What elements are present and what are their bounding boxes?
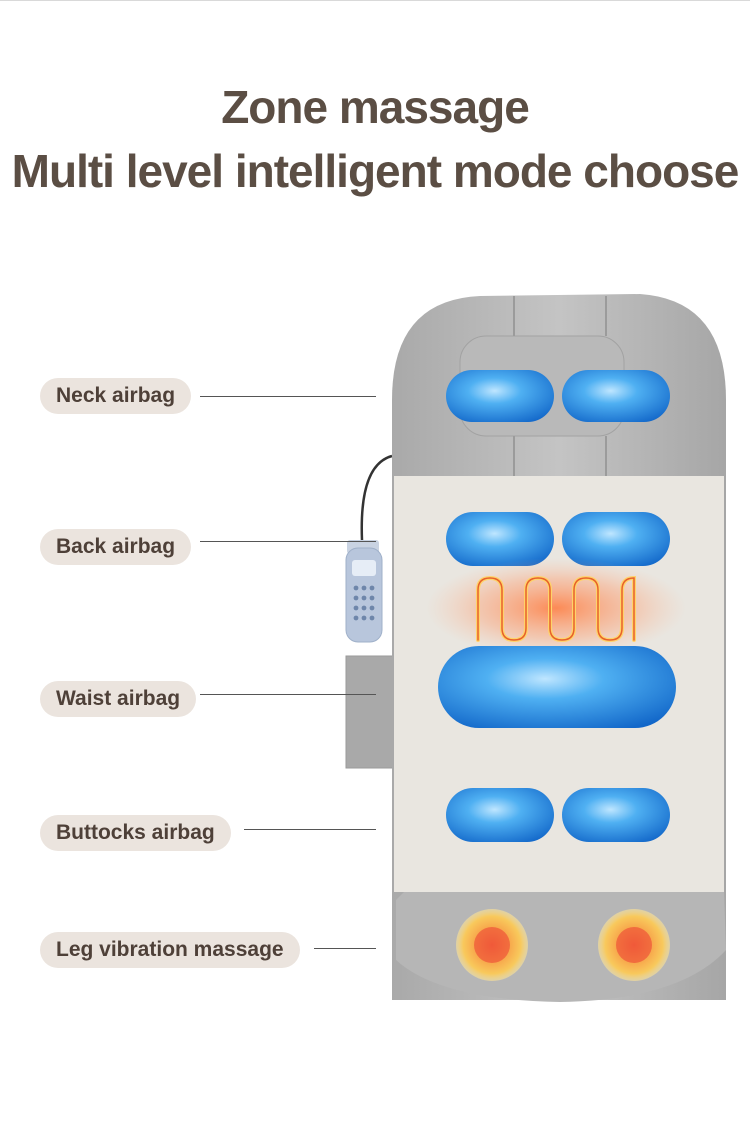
neck-airbag-left	[446, 370, 554, 422]
heating-glow	[426, 558, 686, 658]
label-neck-airbag: Neck airbag	[40, 378, 192, 414]
label-leg-vibration: Leg vibration massage	[40, 932, 300, 968]
page-subtitle: Multi level intelligent mode choose	[11, 145, 740, 197]
remote-control-icon	[345, 540, 383, 643]
side-pocket	[345, 655, 395, 769]
label-waist-airbag: Waist airbag	[40, 681, 197, 717]
label-buttocks-airbag: Buttocks airbag	[40, 815, 231, 851]
waist-airbag	[438, 646, 676, 728]
top-divider	[0, 0, 750, 1]
label-back-airbag: Back airbag	[40, 529, 192, 565]
remote-cable	[360, 454, 393, 541]
buttocks-airbag-right	[562, 788, 670, 842]
leader-buttocks	[244, 829, 376, 830]
buttocks-airbag-left	[446, 788, 554, 842]
neck-airbag-right	[562, 370, 670, 422]
leader-back	[200, 541, 376, 542]
page-title: Zone massage	[221, 81, 530, 133]
leader-neck	[200, 396, 376, 397]
leader-leg	[314, 948, 376, 949]
back-airbag-left	[446, 512, 554, 566]
back-airbag-right	[562, 512, 670, 566]
leader-waist	[200, 694, 376, 695]
